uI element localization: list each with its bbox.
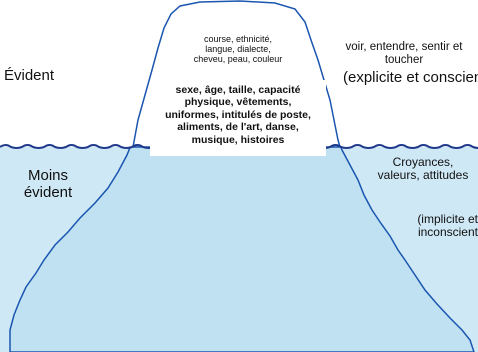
text-line: inconscient (417, 225, 478, 240)
text-line: uniformes, intitulés de poste, (165, 108, 311, 121)
text-line: musique, histoires (191, 133, 285, 146)
less-evident-label: Moins évident (14, 167, 82, 202)
surface-traits-small: course, ethnicité, langue, dialecte, che… (163, 34, 313, 64)
text-line: sexe, âge, taille, capacité (175, 84, 301, 96)
text-line: aliments, de l'art, danse, (177, 121, 299, 134)
text-line: course, ethnicité, (203, 34, 273, 44)
surface-traits-bold: sexe, âge, taille, capacité physique, vê… (150, 84, 326, 146)
implicit-label: (implicite et inconscient (400, 212, 478, 240)
text-line: Croyances, (392, 155, 454, 169)
label-backdrop (150, 80, 326, 156)
text-line: langue, dialecte, (205, 44, 271, 55)
explicit-label: (explicite et conscient (343, 69, 478, 86)
less-evident-line: Moins (27, 167, 68, 184)
text-line: voir, entendre, sentir et (345, 41, 463, 53)
text-line: physique, vêtements, (184, 96, 292, 109)
text-line: cheveu, peau, couleur (193, 54, 283, 65)
beliefs-label: Croyances, valeurs, attitudes (368, 155, 478, 183)
text-line: valeurs, attitudes (377, 168, 469, 183)
senses-label: voir, entendre, sentir et toucher (334, 41, 474, 67)
text-line: toucher (384, 53, 424, 66)
evident-label: Évident (4, 67, 55, 84)
less-evident-line: évident (23, 183, 73, 201)
text-line: (implicite et (417, 212, 478, 226)
